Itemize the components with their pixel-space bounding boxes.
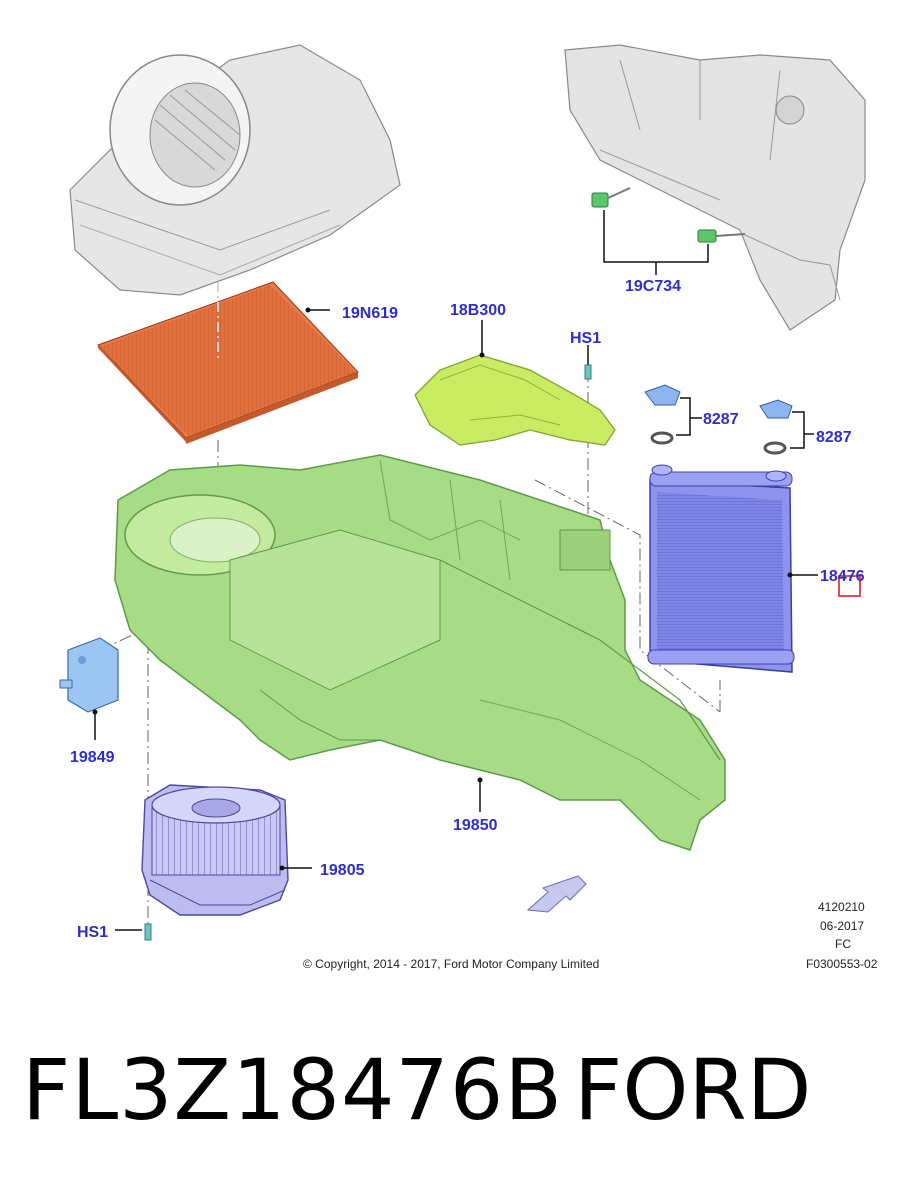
drawing-date: 06-2017 bbox=[820, 919, 864, 933]
callout-19c734: 19C734 bbox=[625, 278, 681, 295]
direction-arrow-icon bbox=[526, 875, 587, 913]
copyright-text: © Copyright, 2014 - 2017, Ford Motor Com… bbox=[303, 957, 599, 971]
air-duct bbox=[414, 320, 616, 446]
callout-19805: 19805 bbox=[320, 862, 365, 879]
callout-18b300: 18B300 bbox=[450, 302, 506, 319]
upper-duct-assembly bbox=[564, 44, 866, 331]
callout-8287-left: 8287 bbox=[703, 411, 739, 428]
temperature-sensor-group bbox=[591, 187, 746, 275]
callout-19850: 19850 bbox=[453, 817, 498, 834]
callout-hs1-top: HS1 bbox=[570, 330, 601, 347]
drawing-ref: F0300553-02 bbox=[806, 957, 878, 971]
heater-core bbox=[647, 464, 818, 673]
screw-top bbox=[584, 345, 592, 380]
screw-bottom bbox=[115, 923, 152, 941]
parts-diagram: 19N619 18B300 19C734 HS1 8287 8287 18476… bbox=[59, 44, 878, 971]
highlight-box bbox=[838, 575, 861, 597]
cabin-air-filter bbox=[97, 281, 359, 444]
callout-hs1-bottom: HS1 bbox=[77, 924, 108, 941]
brand-caption: FORD bbox=[574, 1041, 812, 1139]
clip-and-oring-right bbox=[759, 399, 814, 455]
drawing-code: 4120210 bbox=[818, 900, 865, 914]
callout-18476: 18476 bbox=[820, 568, 865, 585]
sensor-right bbox=[697, 229, 717, 243]
drawing-region: FC bbox=[835, 937, 851, 951]
callout-8287-right: 8287 bbox=[816, 429, 852, 446]
sensor-left bbox=[591, 192, 609, 208]
upper-blower-case bbox=[69, 44, 401, 296]
callout-19849: 19849 bbox=[70, 749, 115, 766]
hvac-housing bbox=[114, 454, 726, 851]
clip-and-oring-left bbox=[644, 384, 702, 445]
callout-19n619: 19N619 bbox=[342, 305, 398, 322]
expansion-valve bbox=[59, 637, 119, 740]
blower-motor bbox=[141, 784, 312, 916]
part-number-caption: FL3Z18476B bbox=[22, 1041, 563, 1139]
